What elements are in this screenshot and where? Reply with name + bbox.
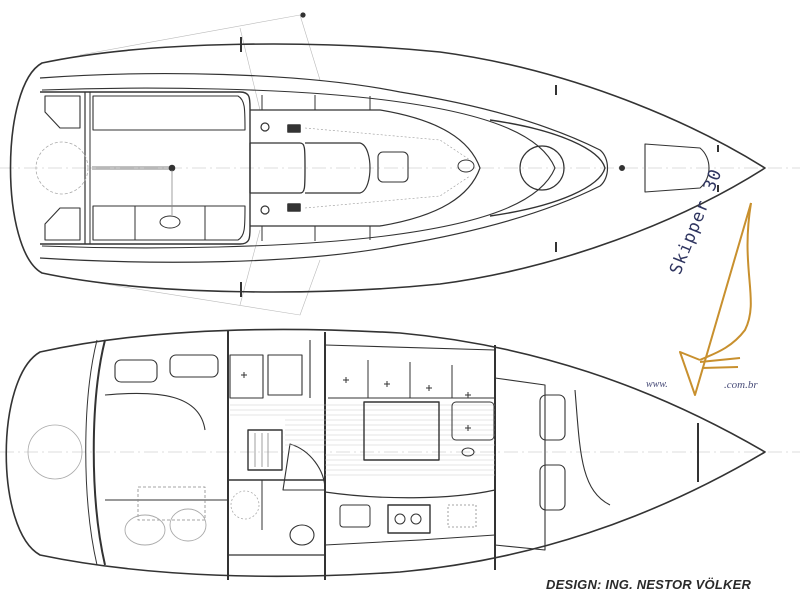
interior-hull-outline — [5, 328, 766, 578]
designer-credit: DESIGN: ING. NESTOR VÖLKER — [546, 577, 752, 592]
deck-hull-outline — [9, 43, 766, 293]
logo-www-prefix: www. — [646, 379, 668, 390]
logo-domain-suffix: .com.br — [724, 379, 758, 391]
skipper-logo-sail — [679, 202, 752, 396]
deck-plan-view — [0, 12, 800, 316]
interior-plan-view — [0, 328, 800, 580]
